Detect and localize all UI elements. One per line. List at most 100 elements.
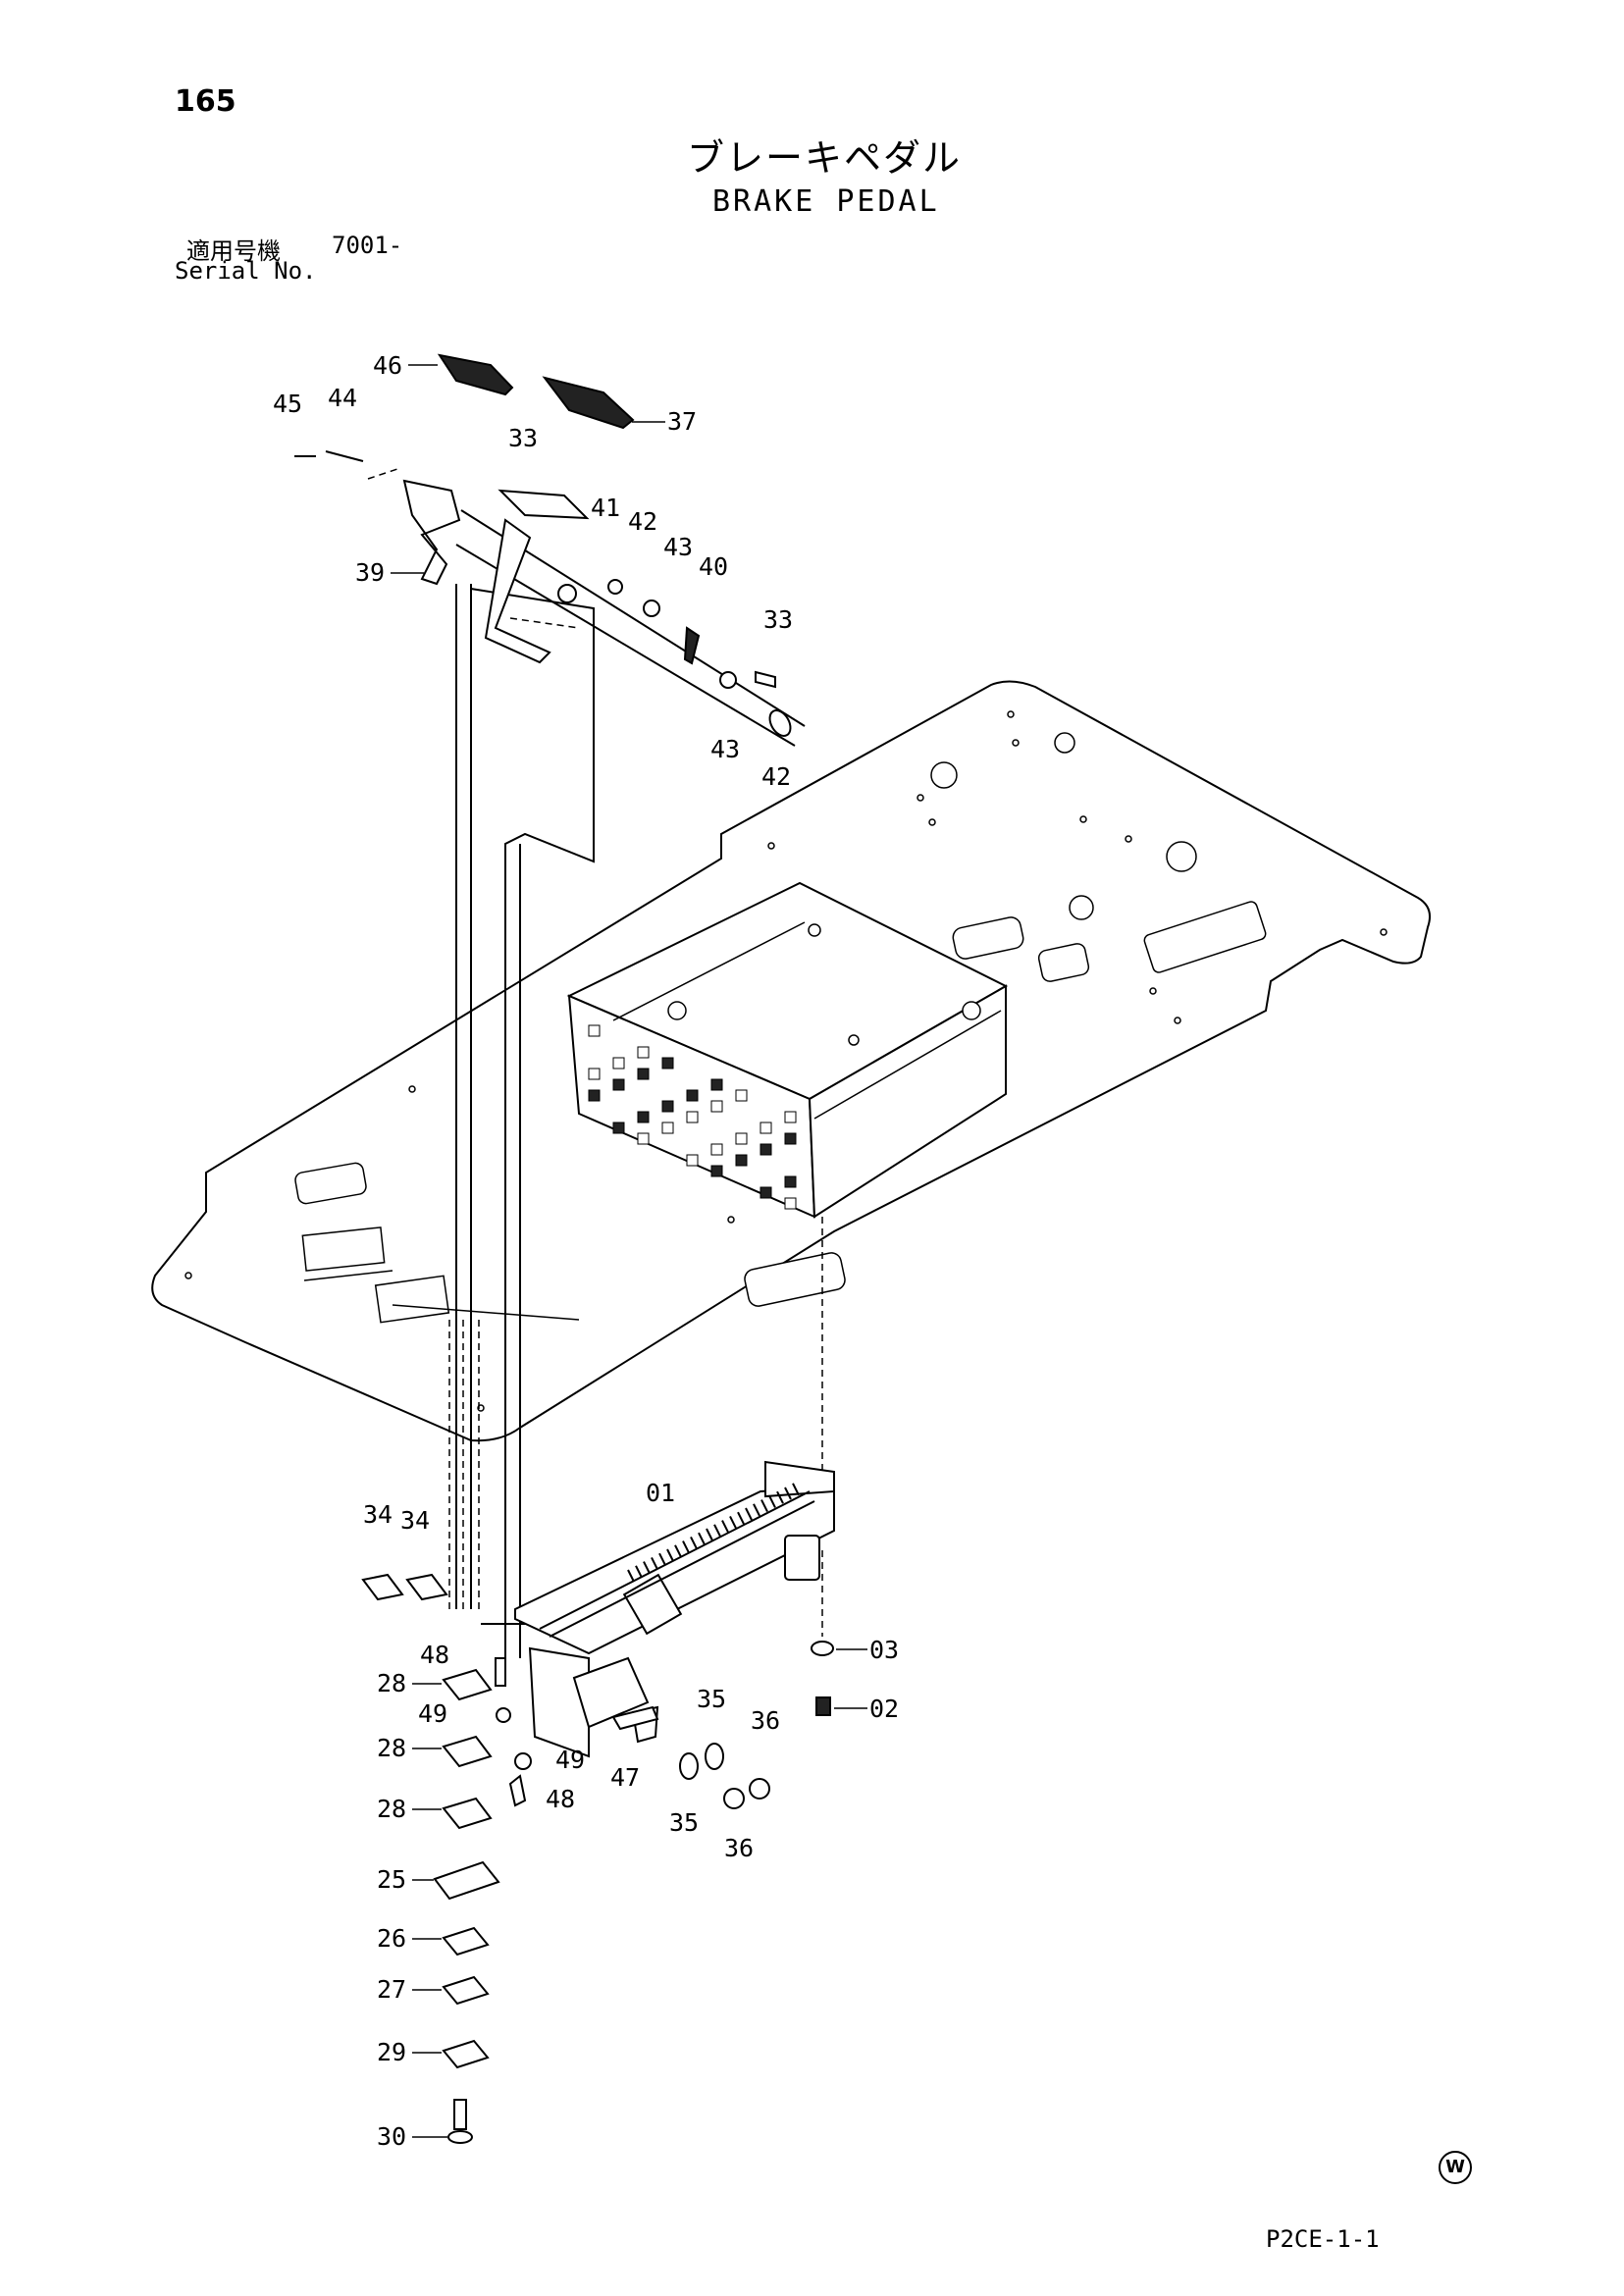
- callout-42-upper: 42: [628, 507, 657, 536]
- spring-coil: [698, 1532, 706, 1545]
- callout-28-third: 28: [377, 1795, 406, 1823]
- spring-coil: [745, 1507, 753, 1521]
- spring-coil: [666, 1548, 674, 1562]
- connector-slot: [661, 1122, 674, 1134]
- callout-02: 02: [869, 1695, 899, 1723]
- connector-slot: [661, 1100, 674, 1113]
- serial-label-english: Serial No.: [175, 257, 317, 285]
- callout-49-lower: 49: [555, 1746, 585, 1774]
- connector-slot: [760, 1122, 772, 1134]
- callout-44: 44: [328, 384, 357, 412]
- spring-coil: [729, 1515, 737, 1529]
- connector-slot: [637, 1068, 650, 1080]
- connector-slot: [686, 1111, 699, 1123]
- assembly-lines: [367, 468, 823, 1658]
- spring-coil: [784, 1487, 792, 1500]
- spring-coil: [776, 1490, 784, 1504]
- connector-slot: [710, 1143, 723, 1156]
- callout-01: 01: [646, 1479, 675, 1507]
- callout-48-lower: 48: [546, 1785, 575, 1813]
- connector-slot: [588, 1024, 601, 1037]
- connector-slot: [686, 1089, 699, 1102]
- spring-coil: [690, 1536, 698, 1549]
- upper-hardware: [557, 579, 792, 737]
- connector-slot: [637, 1046, 650, 1059]
- serial-value: 7001-: [332, 232, 403, 259]
- manufacturer-mark: W: [1439, 2151, 1472, 2184]
- callout-33-right: 33: [763, 605, 793, 634]
- connector-slot: [612, 1057, 625, 1070]
- spring-coil: [627, 1569, 635, 1583]
- callout-36-upper: 36: [751, 1706, 780, 1735]
- connector-slot: [760, 1143, 772, 1156]
- brake-pedal-pads: [294, 353, 635, 664]
- floor-plate: [151, 680, 1431, 1442]
- spring-coil: [713, 1524, 721, 1538]
- callout-28-second: 28: [377, 1734, 406, 1762]
- callout-42-lower: 42: [761, 762, 791, 791]
- connector-slot: [735, 1154, 748, 1167]
- connector-slot: [784, 1132, 797, 1145]
- connector-slot: [710, 1165, 723, 1177]
- callout-35-upper: 35: [697, 1685, 726, 1713]
- callout-34-left: 34: [363, 1500, 393, 1529]
- connector-slot: [612, 1122, 625, 1134]
- connector-slot: [710, 1100, 723, 1113]
- connector-slot: [735, 1089, 748, 1102]
- callout-34-right: 34: [400, 1506, 430, 1535]
- connector-slot: [612, 1078, 625, 1091]
- pedal-bracket-mechanism: [514, 1460, 835, 1758]
- spring-coil: [706, 1528, 713, 1541]
- spring-coil: [651, 1556, 658, 1570]
- callout-25: 25: [377, 1865, 406, 1894]
- return-spring: [627, 1483, 800, 1583]
- serial-label-japanese: 適用号機: [186, 237, 281, 265]
- connector-slot: [784, 1111, 797, 1123]
- callout-43-lower: 43: [710, 735, 740, 763]
- connector-slot: [637, 1111, 650, 1123]
- control-box: [566, 881, 1009, 1219]
- connector-slot: [784, 1175, 797, 1188]
- spring-coil: [658, 1552, 666, 1566]
- spring-coil: [682, 1540, 690, 1554]
- connector-slot: [588, 1089, 601, 1102]
- callout-47: 47: [610, 1763, 640, 1792]
- callout-40: 40: [699, 552, 728, 581]
- callout-49-upper: 49: [418, 1699, 447, 1728]
- spring-coil: [674, 1544, 682, 1558]
- spring-coil: [760, 1499, 768, 1513]
- lower-fasteners: [361, 1573, 834, 1809]
- spring-coil: [753, 1503, 760, 1517]
- figure-code: P2CE-1-1: [1266, 2225, 1380, 2253]
- connector-slot: [784, 1197, 797, 1210]
- callout-35-lower: 35: [669, 1808, 699, 1837]
- connector-slot: [661, 1057, 674, 1070]
- title-english: BRAKE PEDAL: [712, 184, 940, 219]
- callout-26: 26: [377, 1924, 406, 1953]
- spring-coil: [768, 1494, 776, 1508]
- callout-27: 27: [377, 1975, 406, 2004]
- callout-43-upper: 43: [663, 533, 693, 561]
- connector-slot: [735, 1132, 748, 1145]
- callout-28-first: 28: [377, 1669, 406, 1697]
- callout-41: 41: [591, 494, 620, 522]
- callout-03: 03: [869, 1636, 899, 1664]
- spring-coil: [643, 1561, 651, 1575]
- callout-45: 45: [273, 390, 302, 418]
- connector-slot: [637, 1132, 650, 1145]
- connector-slot: [760, 1186, 772, 1199]
- callout-30: 30: [377, 2122, 406, 2151]
- callout-36-lower: 36: [724, 1834, 754, 1862]
- connector-slot: [686, 1154, 699, 1167]
- spring-coil: [737, 1511, 745, 1525]
- shim-stack: [433, 1668, 500, 2144]
- control-box-connectors: [588, 1024, 797, 1210]
- callout-48-upper: 48: [420, 1641, 449, 1669]
- connector-slot: [710, 1078, 723, 1091]
- title-japanese: ブレーキペダル: [687, 136, 963, 180]
- spring-coil: [635, 1565, 643, 1579]
- callout-labels: 46 37 45 44 33 39 41 42 43 40 33 43 42 0…: [273, 351, 899, 2151]
- callout-39: 39: [355, 558, 385, 587]
- callout-46: 46: [373, 351, 402, 380]
- callout-37: 37: [667, 407, 697, 436]
